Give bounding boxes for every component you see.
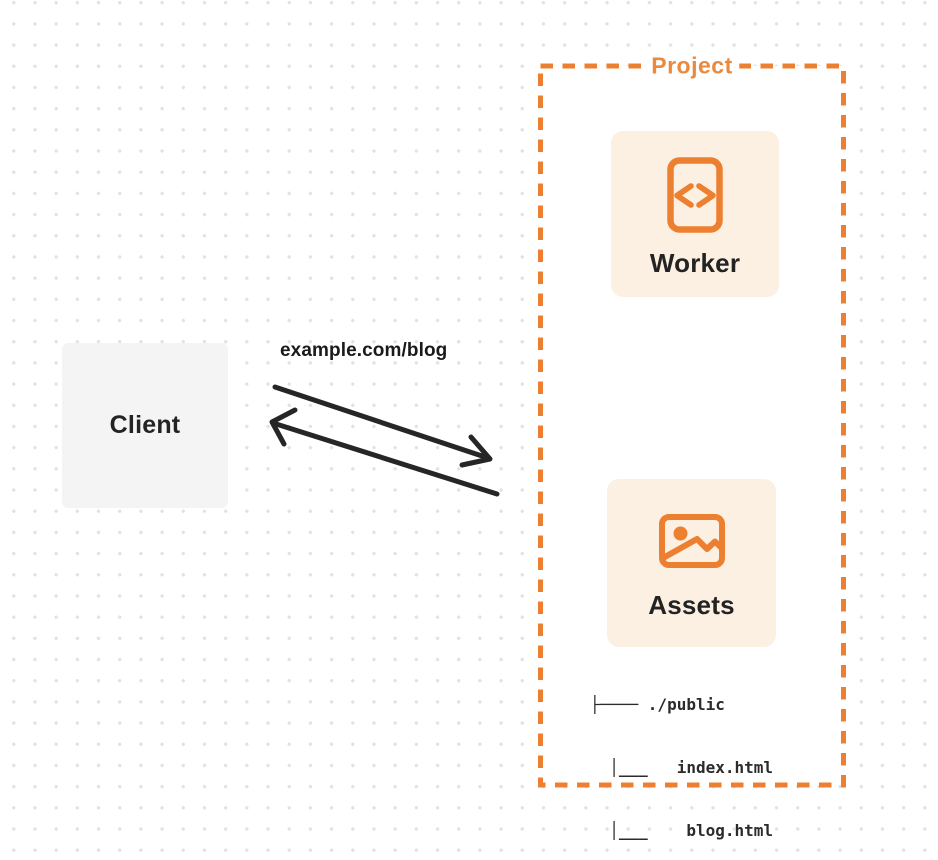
client-label: Client (109, 411, 181, 439)
image-icon (658, 514, 725, 568)
response-arrow (269, 407, 500, 497)
file-tree-line-blog: │___ blog.html (590, 821, 774, 840)
file-tree-line-index: │___ index.html (590, 758, 774, 777)
request-arrow (272, 384, 493, 468)
file-tree-line-public: ├──── ./public (590, 695, 725, 714)
assets-file-tree: ├──── ./public │___ index.html │___ blog… (590, 652, 773, 860)
code-brackets-icon (667, 157, 723, 233)
assets-card: Assets (607, 479, 776, 647)
worker-card: Worker (611, 131, 779, 297)
request-url-label: example.com/blog (280, 340, 448, 361)
client-card: Client (62, 343, 228, 508)
project-title: Project (644, 52, 740, 80)
worker-label: Worker (649, 248, 741, 278)
assets-label: Assets (648, 590, 735, 620)
